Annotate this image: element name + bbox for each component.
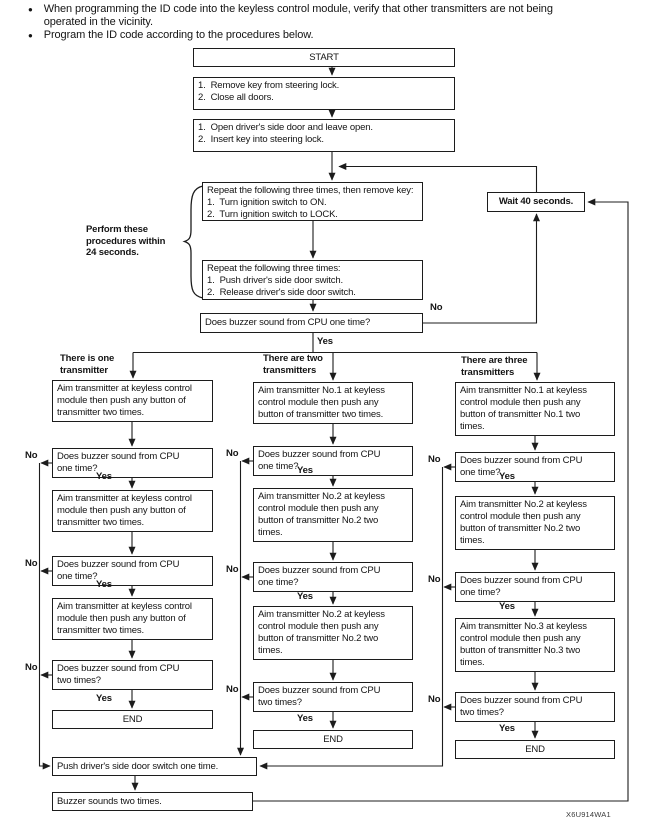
buzzer-sounds-box: Buzzer sounds two times.: [52, 792, 253, 811]
branch-two-header: There are two transmitters: [263, 353, 323, 376]
main-buzzer-question-box: Does buzzer sound from CPU one time?: [200, 313, 423, 333]
no-label: No: [25, 450, 38, 461]
buzzer-question-box: Does buzzer sound from CPU one time?: [52, 556, 213, 586]
bullet-icon: ●: [28, 31, 33, 40]
buzzer-question-box: Does buzzer sound from CPU one time?: [455, 572, 615, 602]
end-box: END: [455, 740, 615, 759]
yes-label: Yes: [297, 591, 313, 602]
figure-code: X6U914WA1: [566, 810, 611, 819]
no-label: No: [428, 574, 441, 585]
note-text: Program the ID code according to the pro…: [43, 29, 314, 41]
yes-label: Yes: [96, 471, 112, 482]
buzzer-question-box: Does buzzer sound from CPU two times?: [253, 682, 413, 712]
no-label: No: [428, 694, 441, 705]
aim-transmitter-box: Aim transmitter at keyless control modul…: [52, 380, 213, 422]
remove-key-step-box: 1. Remove key from steering lock. 2. Clo…: [193, 77, 455, 110]
door-switch-repeat-box: Repeat the following three times: 1. Pus…: [202, 260, 423, 300]
no-label: No: [226, 448, 239, 459]
note-text: When programming the ID code into the ke…: [43, 3, 553, 28]
no-label: No: [430, 302, 443, 313]
buzzer-question-box: Does buzzer sound from CPU one time?: [52, 448, 213, 478]
start-box: START: [193, 48, 455, 67]
yes-label: Yes: [317, 336, 333, 347]
note-item: ● Program the ID code according to the p…: [28, 29, 643, 42]
branch-three-header: There are three transmitters: [461, 355, 528, 378]
yes-label: Yes: [499, 471, 515, 482]
wait-40-seconds-box: Wait 40 seconds.: [487, 192, 585, 212]
yes-label: Yes: [297, 465, 313, 476]
aim-transmitter-box: Aim transmitter No.1 at keyless control …: [455, 382, 615, 436]
bullet-icon: ●: [28, 5, 33, 14]
aim-transmitter-box: Aim transmitter No.2 at keyless control …: [253, 488, 413, 542]
end-box: END: [253, 730, 413, 749]
aim-transmitter-box: Aim transmitter No.3 at keyless control …: [455, 618, 615, 672]
note-item: ● When programming the ID code into the …: [28, 3, 643, 29]
yes-label: Yes: [96, 693, 112, 704]
yes-label: Yes: [499, 723, 515, 734]
buzzer-question-box: Does buzzer sound from CPU two times?: [52, 660, 213, 690]
push-door-switch-box: Push driver's side door switch one time.: [52, 757, 257, 776]
yes-label: Yes: [297, 713, 313, 724]
aim-transmitter-box: Aim transmitter at keyless control modul…: [52, 598, 213, 640]
no-label: No: [226, 684, 239, 695]
no-label: No: [226, 564, 239, 575]
aim-transmitter-box: Aim transmitter No.1 at keyless control …: [253, 382, 413, 424]
no-label: No: [25, 662, 38, 673]
aim-transmitter-box: Aim transmitter at keyless control modul…: [52, 490, 213, 532]
buzzer-question-box: Does buzzer sound from CPU one time?: [253, 446, 413, 476]
aim-transmitter-box: Aim transmitter No.2 at keyless control …: [455, 496, 615, 550]
timing-note: Perform these procedures within 24 secon…: [86, 224, 166, 258]
branch-one-header: There is one transmitter: [60, 353, 115, 376]
yes-label: Yes: [96, 579, 112, 590]
buzzer-question-box: Does buzzer sound from CPU two times?: [455, 692, 615, 722]
yes-label: Yes: [499, 601, 515, 612]
buzzer-question-box: Does buzzer sound from CPU one time?: [253, 562, 413, 592]
ignition-repeat-box: Repeat the following three times, then r…: [202, 182, 423, 221]
no-label: No: [428, 454, 441, 465]
buzzer-question-box: Does buzzer sound from CPU one time?: [455, 452, 615, 482]
end-box: END: [52, 710, 213, 729]
open-door-step-box: 1. Open driver's side door and leave ope…: [193, 119, 455, 152]
no-label: No: [25, 558, 38, 569]
aim-transmitter-box: Aim transmitter No.2 at keyless control …: [253, 606, 413, 660]
